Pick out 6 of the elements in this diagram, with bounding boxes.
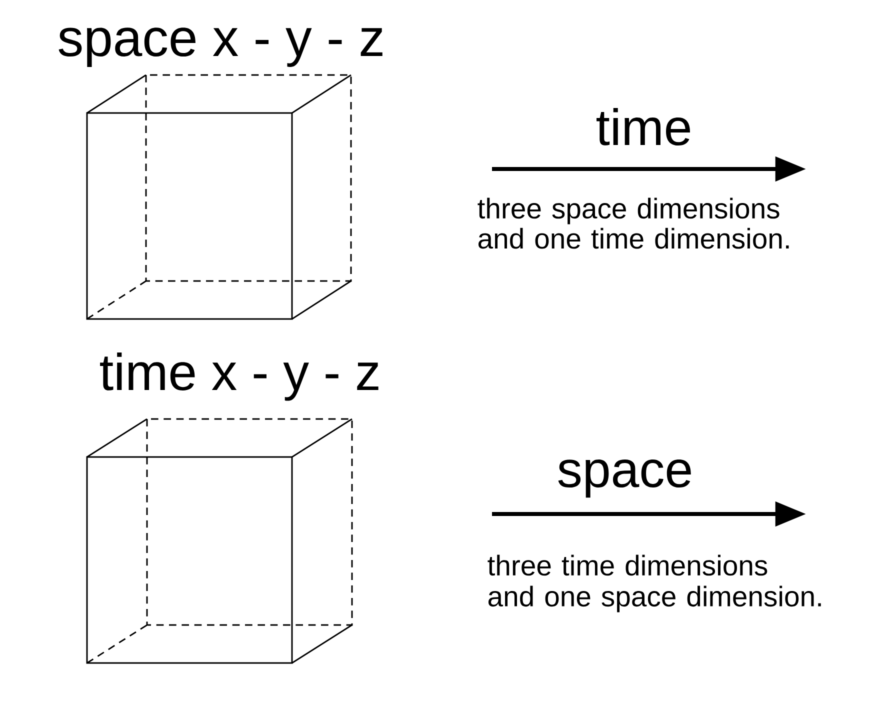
description-text: three time dimensions and one space dimension. bbox=[488, 554, 821, 612]
arrow-label: space bbox=[558, 460, 691, 498]
heading: space x - y - z bbox=[58, 28, 382, 67]
description-text: three space dimensions and one time dimension. bbox=[478, 198, 789, 249]
heading: time x - y - z bbox=[100, 352, 378, 401]
arrow-label: time bbox=[596, 108, 690, 146]
